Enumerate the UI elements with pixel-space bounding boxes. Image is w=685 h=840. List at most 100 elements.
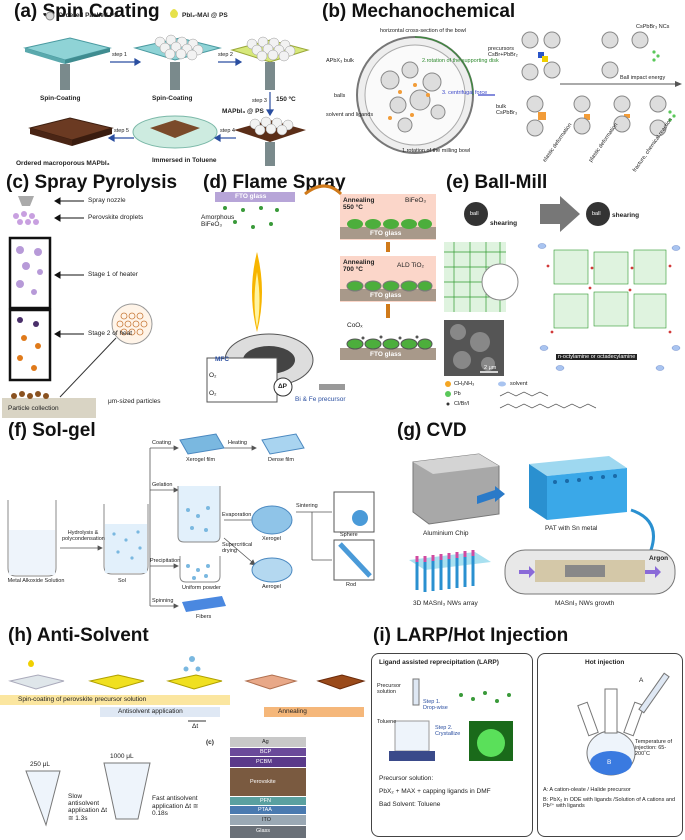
label-precipitation: Precipitation (150, 558, 181, 564)
label-growth: MASnI₃ NWs growth (555, 600, 615, 607)
label-hot: Hot injection (585, 659, 625, 666)
label-fto2: FTO glass (370, 292, 402, 299)
label-shear1: shearing (490, 220, 518, 227)
label-sub-c: (c) (206, 739, 214, 746)
label-aerogel: Aerogel (262, 584, 281, 590)
label-uniform-powder: Uniform powder (182, 585, 221, 591)
label-pb: Pb (454, 391, 461, 397)
sol-gel-diagram (7, 433, 375, 612)
label-fto1: FTO glass (370, 230, 402, 237)
label-spinning: Spinning (152, 598, 174, 604)
beaker-gel (177, 486, 221, 543)
label-xerogel-film: Xerogel film (186, 457, 216, 463)
larp-box (371, 653, 533, 837)
label-slow: Slow antisolvent application Δt ≅ 1.3s (68, 793, 108, 822)
legend-pb (445, 391, 451, 397)
mapbi3-ps-coater (234, 116, 306, 166)
antisolvent-film (166, 674, 223, 690)
label-gelation: Gelation (152, 482, 173, 488)
layer-ito (230, 815, 306, 825)
spin-coating-diagram (23, 9, 310, 166)
label-nozzle: Spray nozzle (88, 197, 126, 204)
label-ball2: ball (592, 211, 601, 217)
mechanochemical-diagram (356, 31, 682, 154)
ball-icon (464, 202, 488, 226)
collision-sequence (521, 31, 682, 137)
layer-label-ptaa: PTAA (258, 807, 272, 813)
label-b: B (607, 759, 612, 766)
panel-f-sol-gel: (f) Sol-gel Metal Alko (0, 420, 395, 625)
label-ch3nh3: CH₃NH₃ (454, 381, 475, 387)
label-droplets: Perovskite droplets (88, 214, 144, 221)
label-antisolvent: Antisolvent application (118, 708, 183, 715)
label-evaporation: Evaporation (222, 512, 252, 518)
heater-stage1 (8, 236, 52, 310)
collection-tray (2, 398, 96, 418)
label-mfc: MFC (215, 356, 230, 363)
hot-injection-box (537, 653, 683, 837)
panel-title: (h) Anti-Solvent (8, 625, 149, 646)
panel-h-anti-solvent: (h) Anti-Solvent Spin-coating of perovsk… (0, 625, 366, 840)
label-milling: 1.rotation of the milling bowl (402, 148, 471, 154)
label-fto-top: FTO glass (235, 193, 267, 200)
label-chip: Aluminium Chip (423, 530, 469, 537)
spin-coater-1 (23, 37, 112, 90)
layer-pcbm (230, 757, 306, 767)
label-precursor: Bi & Fe precursor (295, 396, 346, 403)
label-step3: step 3 (252, 98, 267, 104)
label-recipe: PbX₂ + MAX + capping ligands in DMF (379, 788, 491, 795)
label-supercritical: Supercritical drying (222, 542, 253, 554)
ball-icon (586, 202, 610, 226)
label-dense-film: Dense film (268, 457, 294, 463)
tip-1000 (103, 762, 151, 820)
label-shear2: shearing (612, 212, 640, 219)
label-particles: μm-sized particles (108, 398, 161, 405)
final-film (340, 348, 436, 360)
label-solvent: solvent and ligands (326, 112, 374, 118)
ball-mill-diagram (444, 196, 681, 409)
panel-title: (f) Sol-gel (8, 420, 96, 441)
label-spin2: Spin-Coating (152, 95, 193, 102)
ps-spheres (154, 34, 296, 62)
layer-ptaa (230, 806, 306, 814)
crystal-scheme (451, 681, 523, 715)
label-step1: Step 1. Drop-wise (423, 699, 448, 711)
label-step4: step 4 (220, 128, 235, 134)
label-apbx3: APbX₃ bulk (326, 58, 354, 64)
label-temp: Temperature of injection: 65-200˚C (635, 739, 672, 757)
balls (380, 61, 446, 133)
beaker-powder (179, 556, 221, 583)
label-rotation-disk: 2.rotation of the supporting disk (422, 58, 499, 64)
label-spin1: Spin-Coating (40, 95, 81, 102)
panel-title: (i) LARP/Hot Injection (373, 625, 569, 646)
label-fibers: Fibers (196, 614, 212, 620)
panel-c-spray-pyrolysis: (c) Spray Pyrolysis Spray nozzle Perovsk… (0, 172, 205, 422)
particle-zoom (111, 303, 153, 345)
droplets (13, 211, 39, 225)
panel-i-larp-hot-injection: (i) LARP/Hot Injection Ligand assisted r… (365, 625, 685, 840)
label-b-desc: B: PbX₂ in ODE with ligands /Solution of… (543, 797, 676, 809)
aerogel (251, 557, 293, 583)
label-anneal2: Annealing 700 °C (343, 259, 375, 273)
label-bulk: bulk CsPbBr₃ (496, 104, 518, 116)
layer-label-ag: Ag (262, 739, 269, 745)
legend-ch3nh3 (445, 381, 451, 387)
label-macroporous: Ordered macroporous MAPbI₃ (16, 160, 110, 167)
xerogel-film (179, 433, 225, 455)
layer-ag (230, 737, 306, 747)
pat-template (529, 456, 627, 476)
antisolvent-bar (100, 707, 220, 717)
layer-label-pcbm: PCBM (256, 759, 272, 765)
label-step1: step 1 (112, 52, 127, 58)
label-o2a: O₂ (209, 372, 217, 379)
legend-solvent (498, 381, 506, 387)
layer-label-ito: ITO (262, 817, 272, 823)
panel-b-mechanochemical: (b) Mechanochemical (320, 0, 685, 175)
label-rod: Rod (346, 582, 357, 588)
layer-label-bcp: BCP (260, 749, 272, 755)
label-pbi2-mai-ps: PbI₂-MAI @ PS (182, 12, 228, 19)
label-spin: Spin-coating of perovskite precursor sol… (18, 696, 147, 703)
arrow-icon (477, 486, 505, 504)
label-impact: Ball impact energy (620, 75, 666, 81)
label-anneal1: Annealing 550 °C (343, 197, 375, 211)
